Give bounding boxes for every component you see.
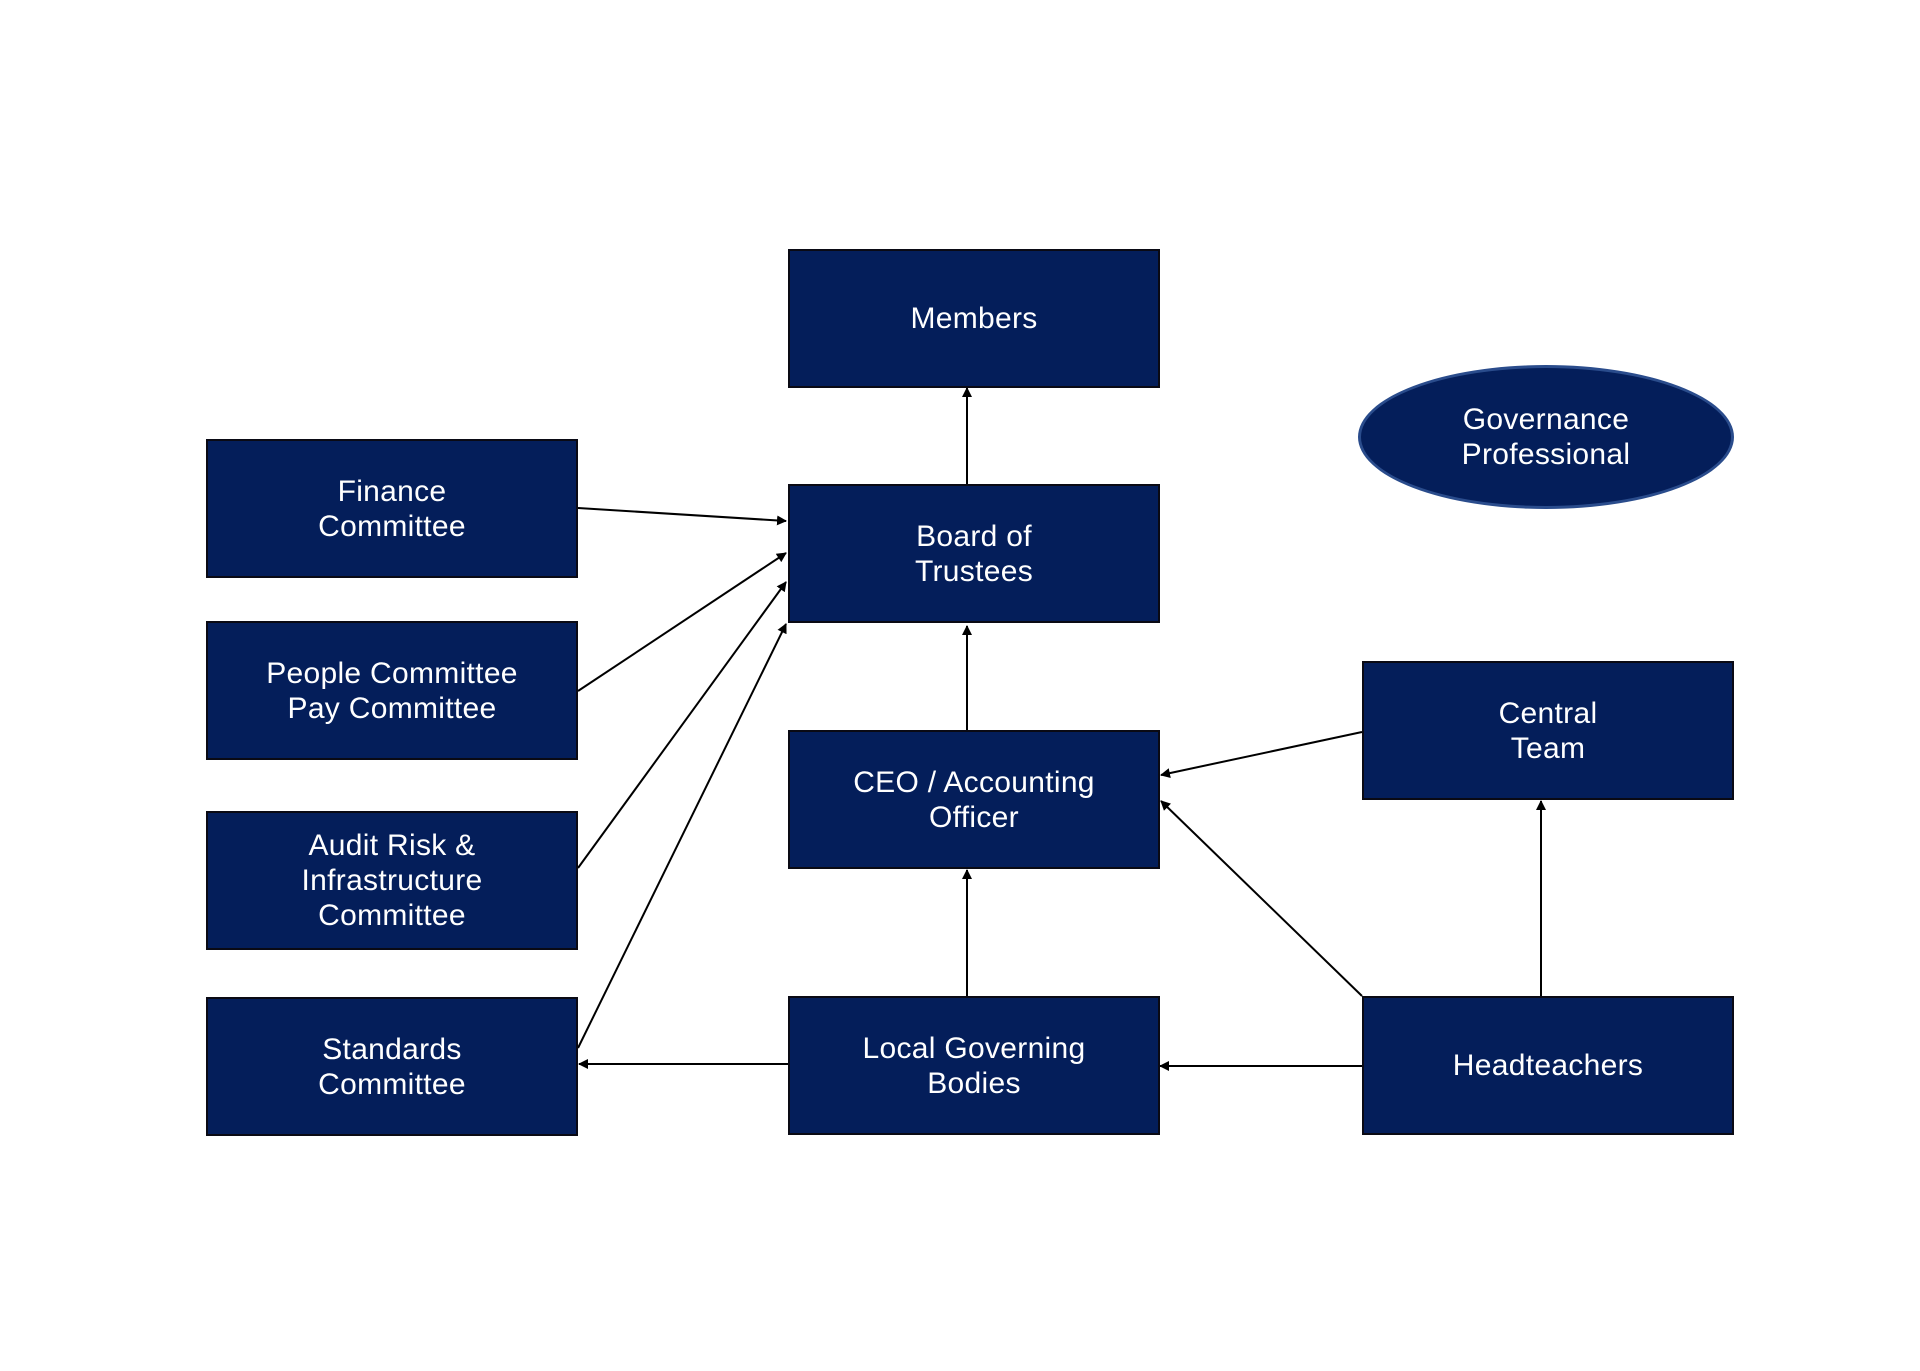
arrow-people-to-board <box>577 552 787 692</box>
arrow-headteachers-to-ceo <box>1160 800 1363 997</box>
arrow-audit-to-board <box>577 581 787 869</box>
members-box: Members <box>788 249 1160 388</box>
headteachers-box: Headteachers <box>1362 996 1734 1135</box>
members-label: Members <box>910 302 1038 335</box>
arrow-finance-to-board <box>577 507 787 526</box>
arrow-central-to-ceo <box>1160 731 1363 779</box>
arrow-standards-to-board <box>577 623 787 1049</box>
headteachers-label: Headteachers <box>1452 1049 1644 1082</box>
